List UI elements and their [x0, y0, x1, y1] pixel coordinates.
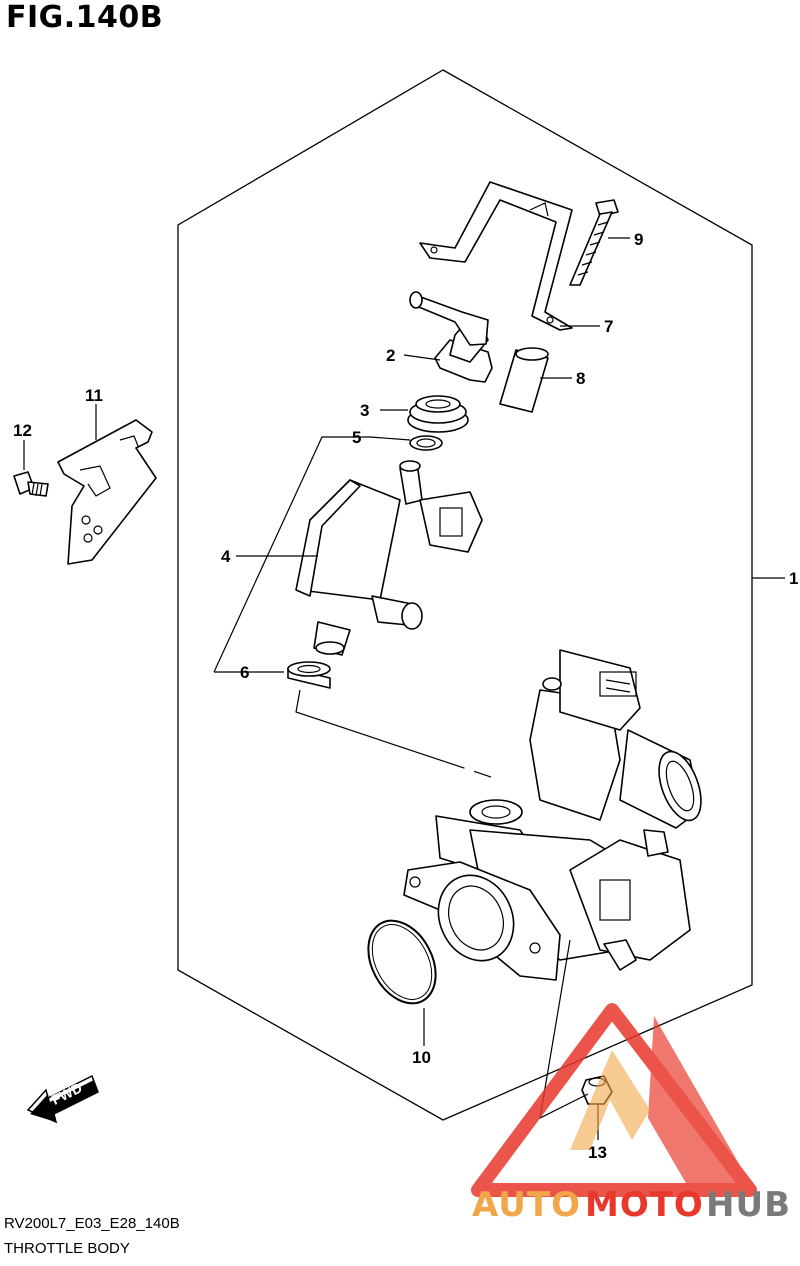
callout-12[interactable]: 12 [13, 421, 32, 440]
callout-1[interactable]: 1 [789, 569, 798, 588]
diagram-code: RV200L7_E03_E28_140B [4, 1215, 180, 1232]
callout-5[interactable]: 5 [352, 428, 361, 447]
throttle-body[interactable] [403, 649, 709, 981]
part-2-elbow-fitting[interactable] [409, 291, 493, 383]
callout-6[interactable]: 6 [240, 663, 249, 682]
part-4-injector[interactable] [295, 460, 483, 656]
part-10-gasket[interactable] [355, 909, 449, 1015]
part-9-bolt[interactable] [569, 199, 619, 286]
watermark-hub: HUB [706, 1185, 791, 1225]
part-8-hose[interactable] [499, 347, 549, 413]
part-6-washer[interactable] [287, 661, 331, 689]
leader-5 [213, 436, 411, 673]
callout-4[interactable]: 4 [221, 547, 231, 566]
fwd-arrow-icon: FWD [26, 1074, 99, 1124]
callout-13[interactable]: 13 [588, 1143, 607, 1162]
part-11-plate[interactable] [57, 419, 157, 565]
watermark-moto: MOTO [585, 1185, 704, 1225]
install-line-6 [295, 689, 501, 781]
figure-title: FIG.140B [6, 0, 164, 35]
assembly-boundary [177, 69, 753, 1121]
part-5-o-ring[interactable] [409, 435, 443, 451]
part-3-seal[interactable] [407, 395, 469, 433]
callout-8[interactable]: 8 [576, 369, 585, 388]
watermark-auto: AUTO [472, 1185, 581, 1225]
callout-2[interactable]: 2 [386, 346, 395, 365]
leader-2 [403, 354, 441, 361]
part-12-bolt[interactable] [13, 471, 49, 497]
callout-3[interactable]: 3 [360, 401, 369, 420]
callout-9[interactable]: 9 [634, 230, 643, 249]
callout-10[interactable]: 10 [412, 1048, 431, 1067]
part-7-bracket[interactable] [419, 181, 573, 331]
callout-11[interactable]: 11 [85, 386, 103, 405]
watermark-logo [471, 1003, 757, 1197]
diagram-caption: THROTTLE BODY [4, 1240, 130, 1257]
callout-7[interactable]: 7 [604, 317, 613, 336]
